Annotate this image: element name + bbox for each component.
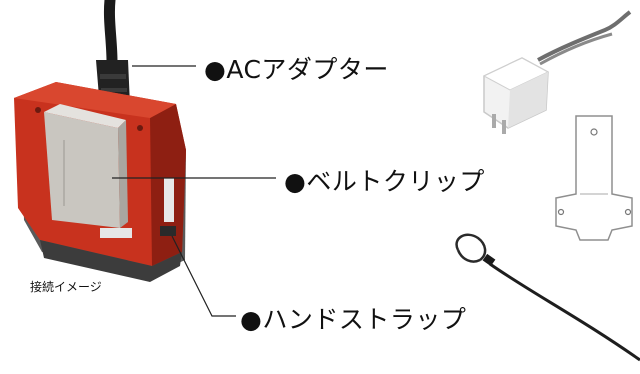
connection-image-caption: 接続イメージ bbox=[30, 280, 102, 294]
belt-clip-image bbox=[555, 115, 633, 241]
belt-clip-callout: ●ベルトクリップ bbox=[284, 167, 485, 196]
ac-adapter-callout: ●ACアダプター bbox=[204, 55, 389, 84]
hand-strap-callout: ●ハンドストラップ bbox=[240, 305, 467, 334]
ac-adapter-image bbox=[482, 10, 632, 134]
device-image bbox=[14, 0, 186, 282]
hand-strap-leader-line bbox=[171, 235, 236, 317]
hand-strap-image bbox=[455, 233, 640, 362]
